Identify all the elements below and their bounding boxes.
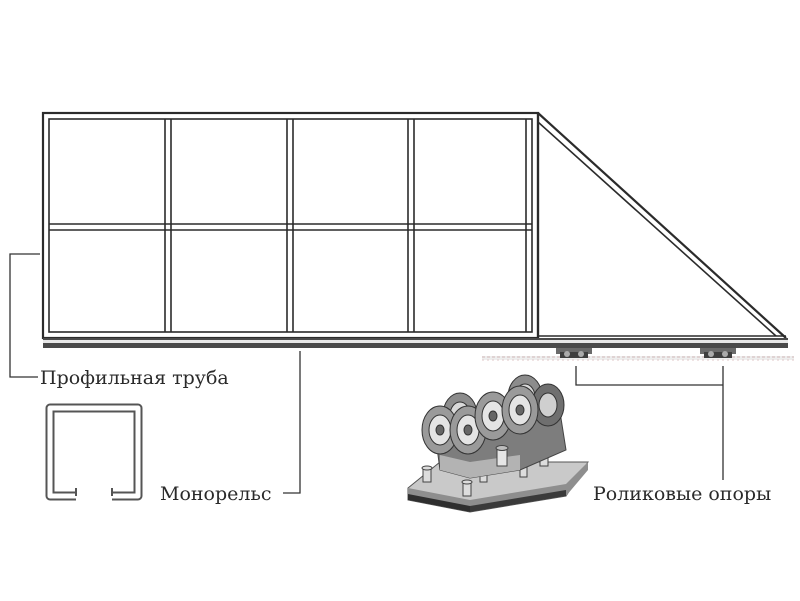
small-roller-support-1 xyxy=(556,348,592,358)
profile-pipe-section-icon xyxy=(45,403,143,501)
gate-vertical-members xyxy=(164,119,527,332)
foundation-strip xyxy=(482,356,794,361)
gate-counterweight-section xyxy=(536,112,787,339)
profile-pipe-label: Профильная труба xyxy=(40,367,229,389)
monorail-beam-highlight xyxy=(43,340,788,343)
monorail-leader xyxy=(283,351,301,494)
small-roller-support-2 xyxy=(700,348,736,358)
gate-outer-frame xyxy=(41,111,540,340)
profile-pipe-leader xyxy=(9,253,40,378)
rollers-front xyxy=(421,385,539,455)
gate-horizontal-member xyxy=(49,223,532,231)
monorail-label: Монорельс xyxy=(160,483,271,505)
roller-supports-leader xyxy=(575,366,723,386)
gate-frame xyxy=(41,111,788,348)
roller-cart-icon xyxy=(407,374,589,513)
gate-inner-frame xyxy=(48,118,533,333)
roller-supports-label: Роликовые опоры xyxy=(593,483,771,505)
